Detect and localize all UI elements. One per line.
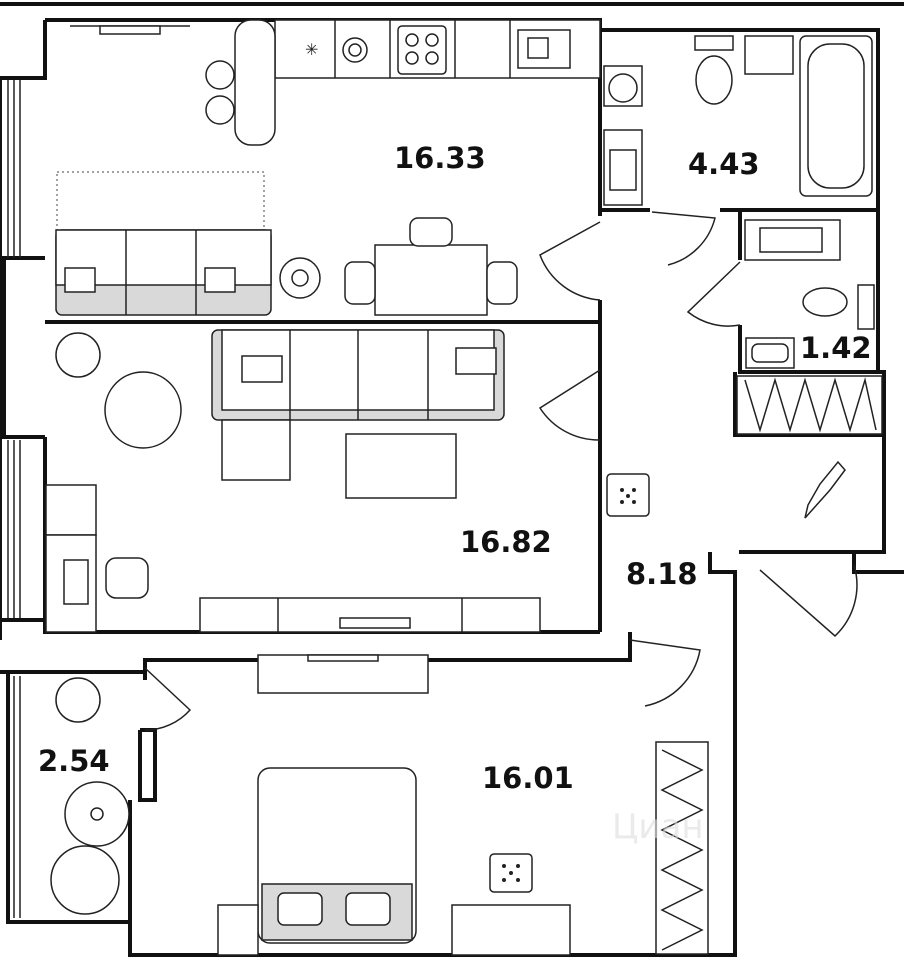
doors: [144, 211, 858, 731]
kitchen-furniture: ✳: [55, 19, 601, 316]
area-label-bathroom: 4.43: [688, 147, 760, 181]
area-label-balcony: 2.54: [38, 744, 110, 778]
svg-text:✳: ✳: [305, 40, 318, 59]
area-label-toilet: 1.42: [800, 331, 872, 365]
area-labels: 16.33 4.43 1.42 16.82 8.18 2.54 16.01: [38, 141, 872, 795]
left-windows: [7, 80, 21, 918]
bedroom-furniture: [217, 654, 709, 956]
balcony-furniture: [50, 677, 130, 915]
hall-wardrobe: [606, 375, 883, 519]
interior-walls: [45, 208, 884, 632]
living-furniture: [45, 329, 541, 633]
toilet-furniture: [744, 219, 875, 369]
area-label-bedroom: 16.01: [482, 761, 574, 795]
watermark: Циан: [612, 807, 704, 847]
area-label-living: 16.82: [460, 525, 552, 559]
area-label-kitchen: 16.33: [394, 141, 486, 175]
bathroom-furniture: [603, 35, 873, 206]
area-label-hall: 8.18: [626, 557, 698, 591]
